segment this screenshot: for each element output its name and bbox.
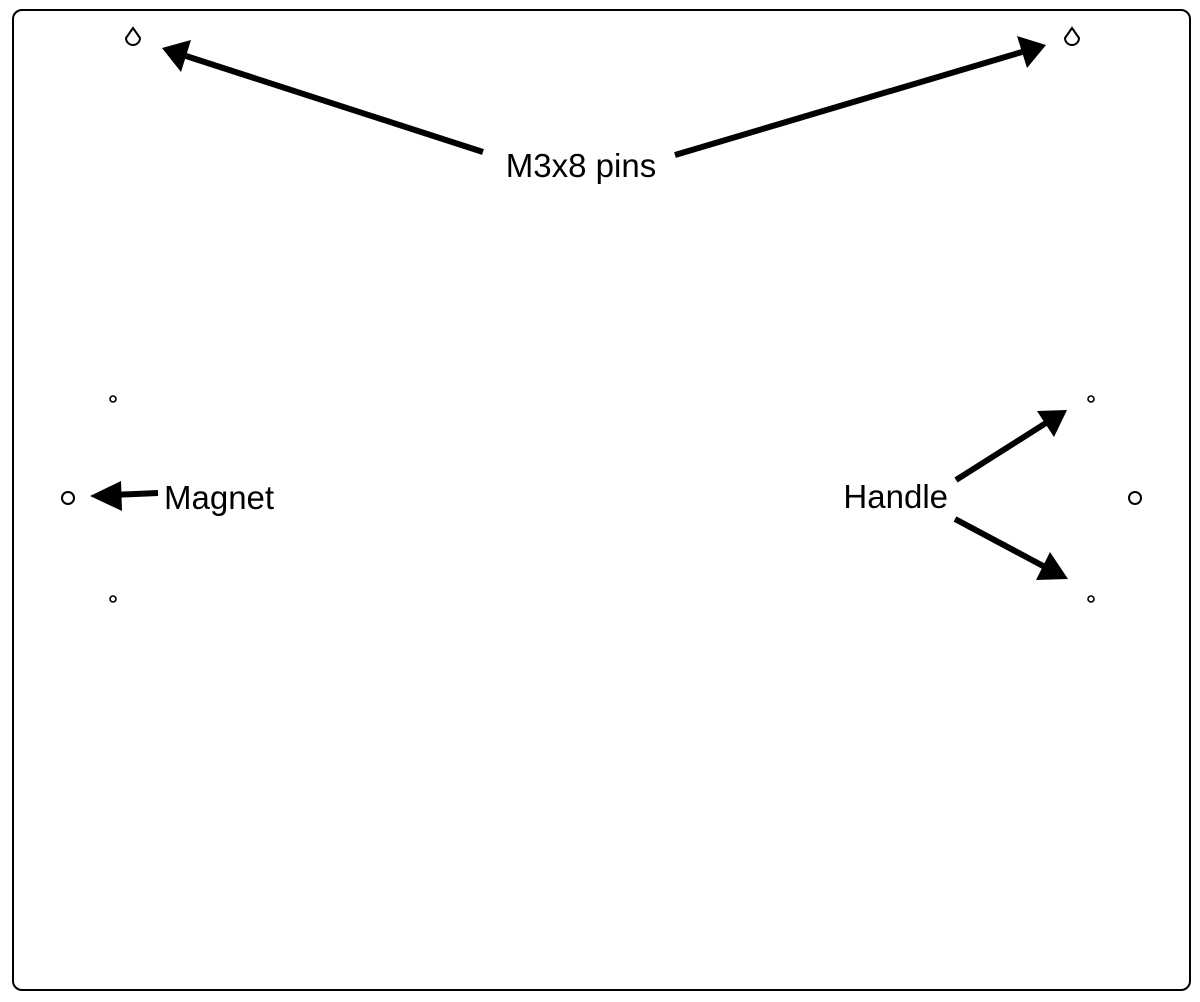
- magnet-label: Magnet: [164, 479, 274, 516]
- handle-hole-right-top: [1087, 395, 1095, 403]
- handle-hole-left-top: [109, 395, 117, 403]
- pin-hole-right: [1063, 26, 1081, 46]
- pins-label: M3x8 pins: [506, 147, 656, 184]
- handle-hole-right-bottom: [1087, 595, 1095, 603]
- handle-arrow-up: [954, 410, 1067, 483]
- handle-hole-left-bottom: [109, 595, 117, 603]
- magnet-arrow: [90, 481, 159, 511]
- magnet-hole-left: [61, 491, 75, 505]
- magnet-hole-right: [1128, 491, 1142, 505]
- pin-hole-left: [124, 26, 142, 46]
- handle-arrow-down: [953, 516, 1068, 580]
- handle-label: Handle: [843, 478, 948, 515]
- pins-arrow-left: [162, 40, 484, 155]
- pins-arrow-right: [674, 36, 1046, 158]
- panel-outline: [12, 9, 1191, 991]
